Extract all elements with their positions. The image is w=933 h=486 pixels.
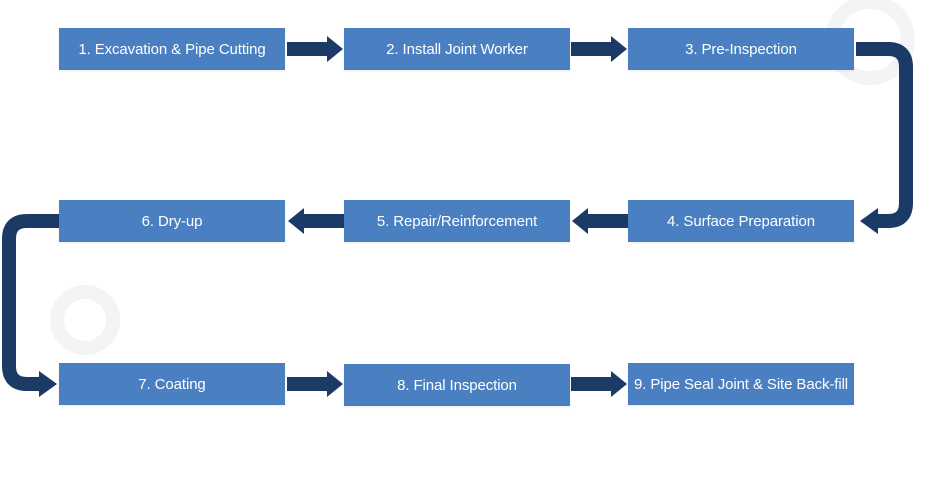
step-3-box: 3. Pre-Inspection xyxy=(628,28,854,70)
arrow-8-to-9 xyxy=(571,371,627,397)
step-4-box: 4. Surface Preparation xyxy=(628,200,854,242)
step-5-box: 5. Repair/Reinforcement xyxy=(344,200,570,242)
arrow-5-to-6 xyxy=(288,208,344,234)
step-7-box: 7. Coating xyxy=(59,363,285,405)
step-9-box: 9. Pipe Seal Joint & Site Back-fill xyxy=(628,363,854,405)
arrow-1-to-2 xyxy=(287,36,343,62)
step-8-box: 8. Final Inspection xyxy=(344,364,570,406)
arrow-7-to-8 xyxy=(287,371,343,397)
step-6-box: 6. Dry-up xyxy=(59,200,285,242)
step-1-box: 1. Excavation & Pipe Cutting xyxy=(59,28,285,70)
arrow-2-to-3 xyxy=(571,36,627,62)
step-2-box: 2. Install Joint Worker xyxy=(344,28,570,70)
connector-3-to-4 xyxy=(856,42,913,234)
connector-6-to-7 xyxy=(2,214,59,397)
arrow-4-to-5 xyxy=(572,208,628,234)
